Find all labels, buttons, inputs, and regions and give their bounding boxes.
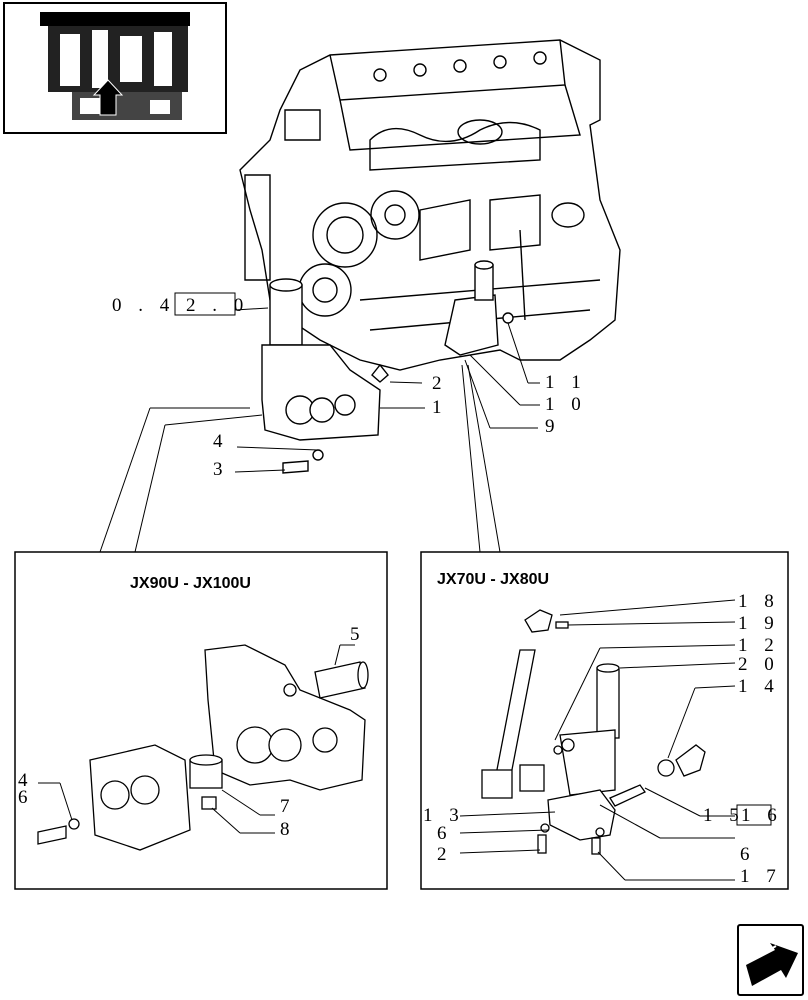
engine-thumbnail-icon[interactable] bbox=[3, 2, 227, 134]
reference-label[interactable]: 0 . 4 2 . 0 bbox=[112, 295, 249, 316]
callout-14: 1 4 bbox=[738, 676, 780, 697]
callout-18: 1 8 bbox=[738, 591, 780, 612]
callout-6-left: 6 bbox=[18, 787, 34, 808]
callout-10: 1 0 bbox=[545, 394, 587, 415]
callout-6-right-b: 6 bbox=[740, 844, 756, 865]
callout-19: 1 9 bbox=[738, 613, 780, 634]
callout-20: 2 0 bbox=[738, 654, 780, 675]
callout-13: 1 3 bbox=[423, 805, 465, 826]
callout-17: 1 7 bbox=[740, 866, 782, 887]
callout-4: 4 bbox=[213, 431, 229, 452]
arrow-right-icon[interactable] bbox=[737, 924, 804, 996]
callout-8: 8 bbox=[280, 819, 296, 840]
oil-pump-main bbox=[261, 260, 514, 474]
callout-5: 5 bbox=[350, 624, 366, 645]
callout-3: 3 bbox=[213, 459, 229, 480]
callout-4-left: 4 bbox=[18, 770, 34, 791]
callout-2: 2 bbox=[432, 373, 448, 394]
group-title-left: JX90U - JX100U bbox=[130, 575, 251, 592]
callout-11: 1 1 bbox=[545, 372, 587, 393]
callout-2-right: 2 bbox=[437, 844, 453, 865]
left-detail-box bbox=[14, 551, 388, 890]
callout-7: 7 bbox=[280, 796, 296, 817]
callout-6-right-a: 6 bbox=[437, 823, 453, 844]
callout-15: 1 5 bbox=[703, 805, 745, 826]
group-title-right: JX70U - JX80U bbox=[437, 571, 549, 588]
leader-lines-main bbox=[99, 292, 540, 553]
callout-12: 1 2 bbox=[738, 635, 780, 656]
callout-1: 1 bbox=[432, 397, 448, 418]
callout-16: 1 6 bbox=[741, 805, 783, 826]
callout-9: 9 bbox=[545, 416, 561, 437]
right-detail-box bbox=[420, 551, 789, 890]
